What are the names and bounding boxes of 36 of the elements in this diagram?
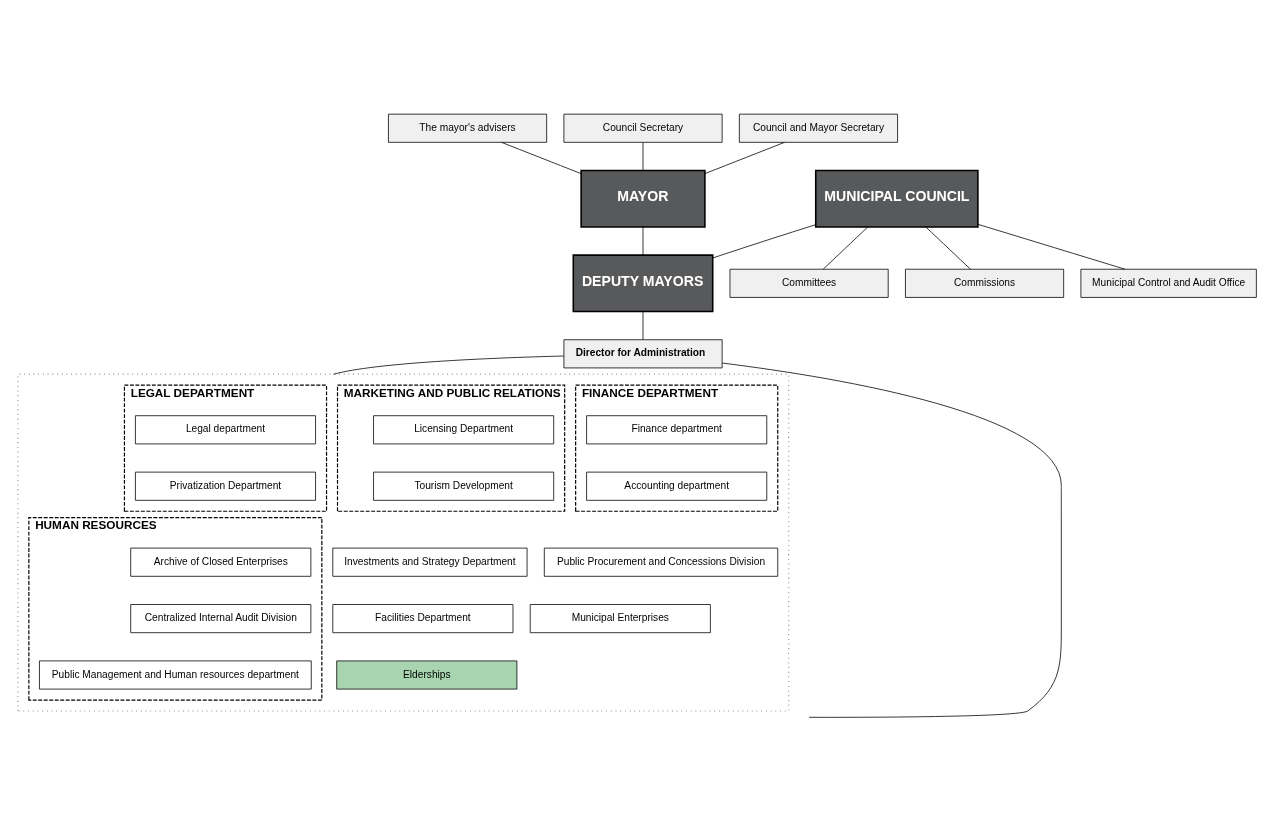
node-box: Finance department [586,414,768,444]
node-box: Municipal Control and Audit Office [1080,268,1257,298]
node-box: Archive of Closed Enterprises [130,547,312,577]
node-box: Council and Mayor Secretary [738,113,898,143]
connector [501,141,582,174]
node-box: DEPUTY MAYORS [572,253,714,312]
node-box: Investments and Strategy Department [332,547,528,577]
node-box: The mayor's advisers [388,113,548,143]
connector [642,226,644,255]
connector [642,310,644,340]
connector [977,223,1126,270]
node-box: Privatization Department [135,471,316,501]
node-box: Centralized Internal Audit Division [130,603,312,633]
node-box: Licensing Department [373,414,555,444]
connector [822,226,869,269]
node-box: Elderships [336,660,518,689]
node-box: Tourism Development [373,471,555,501]
connector [721,362,1062,718]
connector [712,223,816,258]
node-box: Director for Administration [563,338,723,368]
node-box: MUNICIPAL COUNCIL [814,169,979,228]
node-box: Facilities Department [332,603,514,633]
node-box: Public Management and Human resources department [39,660,312,689]
node-box: Accounting department [586,471,768,501]
node-box: Council Secretary [563,113,723,143]
node-box: Commissions [905,268,1065,298]
node-box: MAYOR [580,169,706,228]
connector [704,141,785,174]
node-box: Legal department [135,414,316,444]
node-box: Committees [729,268,889,298]
connector [925,226,971,269]
connector [333,355,565,375]
cluster [17,373,790,712]
connector [642,141,644,171]
node-box: Municipal Enterprises [529,603,711,633]
node-box: Public Procurement and Concessions Division [543,547,779,577]
